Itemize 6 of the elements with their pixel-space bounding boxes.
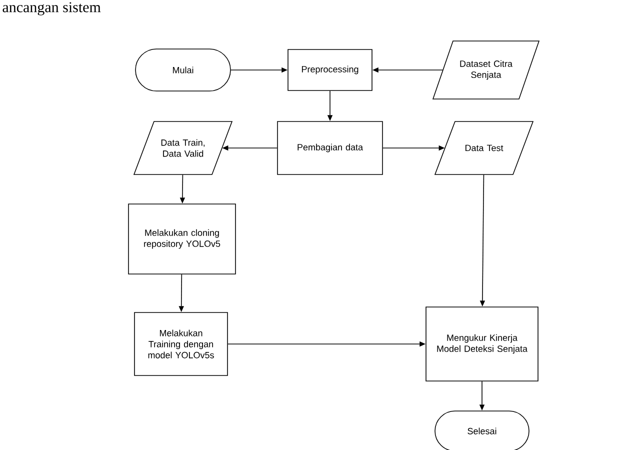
heading-text: ancangan sistem (2, 2, 101, 16)
process-box: Pembagian data (277, 121, 383, 175)
process-box: Preprocessing (288, 49, 372, 91)
process-box: Mengukur Kinerja Model Deteksi Senjata (426, 306, 538, 382)
process-box: Melakukan Training dengan model YOLOv5s (134, 312, 228, 376)
process-box: Melakukan cloning repository YOLOv5 (128, 204, 236, 274)
